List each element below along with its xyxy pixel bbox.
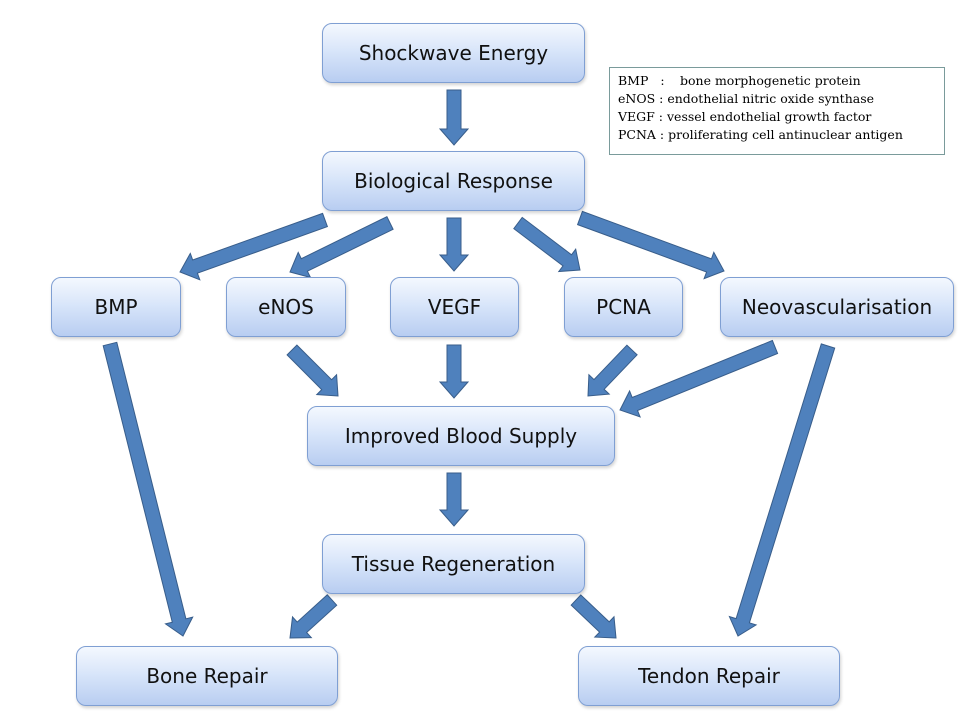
arrow-shockwave-to-biological [438,89,470,146]
node-enos[interactable]: eNOS [226,277,346,337]
legend-definition: proliferating cell antinuclear antigen [668,127,903,142]
arrow-enos-to-blood-supply [286,344,339,397]
arrow-biological-to-vegf [438,217,470,272]
node-neovascularisation[interactable]: Neovascularisation [720,277,954,337]
arrow-neovasc-to-blood-supply [619,339,779,418]
legend-row-enos: eNOS : endothelial nitric oxide synthase [618,90,944,108]
legend-definition: vessel endothelial growth factor [666,109,872,124]
node-improved-blood-supply[interactable]: Improved Blood Supply [307,406,615,466]
legend-row-bmp: BMP : bone morphogenetic protein [618,72,944,90]
arrow-biological-to-bmp [179,212,329,281]
arrow-pcna-to-blood-supply [587,344,638,397]
node-vegf[interactable]: VEGF [390,277,519,337]
abbreviation-legend: BMP : bone morphogenetic protein eNOS : e… [609,67,945,155]
arrow-neovasc-to-tendon-repair [728,343,836,637]
node-pcna[interactable]: PCNA [564,277,683,337]
legend-abbr: BMP : [618,73,665,88]
node-bone-repair[interactable]: Bone Repair [76,646,338,706]
node-tissue-regeneration[interactable]: Tissue Regeneration [322,534,585,594]
legend-definition: endothelial nitric oxide synthase [667,91,875,106]
node-biological-response[interactable]: Biological Response [322,151,585,211]
legend-definition: bone morphogenetic protein [680,73,861,88]
arrow-biological-to-pcna [513,216,581,273]
legend-row-pcna: PCNA : proliferating cell antinuclear an… [618,126,944,144]
arrow-vegf-to-blood-supply [438,344,470,399]
legend-abbr: PCNA : [618,127,665,142]
legend-abbr: VEGF : [618,109,663,124]
arrow-blood-to-tissue [438,472,470,527]
legend-row-vegf: VEGF : vessel endothelial growth factor [618,108,944,126]
arrow-tissue-to-bone-repair [289,594,338,639]
arrow-tissue-to-tendon-repair [570,594,617,639]
arrow-biological-to-enos [289,216,394,279]
node-shockwave-energy[interactable]: Shockwave Energy [322,23,585,83]
arrow-biological-to-neovasc [576,210,725,280]
arrow-bmp-to-bone-repair [102,341,194,637]
legend-abbr: eNOS : [618,91,664,106]
node-bmp[interactable]: BMP [51,277,181,337]
node-tendon-repair[interactable]: Tendon Repair [578,646,840,706]
